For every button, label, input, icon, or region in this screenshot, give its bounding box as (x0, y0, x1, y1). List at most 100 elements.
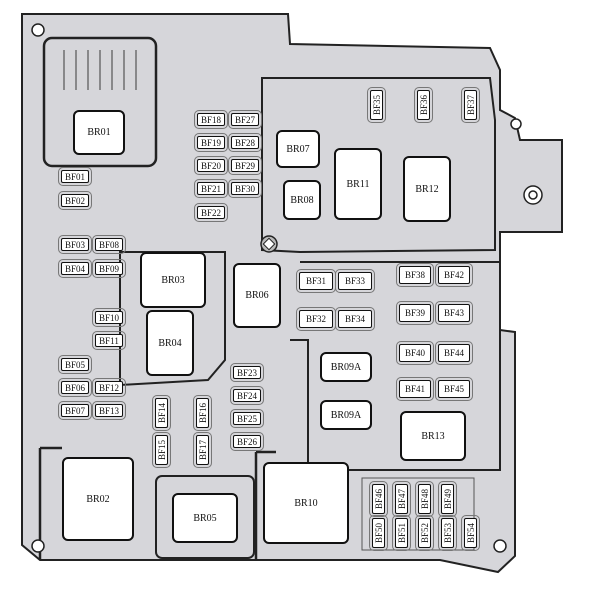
relay-br09a: BR09A (320, 400, 372, 430)
relay-br02-label: BR02 (86, 493, 110, 505)
fuse-bf23-label: BF23 (236, 367, 257, 378)
fuse-bf13-label: BF13 (98, 405, 119, 416)
fuse-bf01: BF01 (58, 167, 92, 186)
fuse-bf19: BF19 (194, 133, 228, 152)
fuse-bf36-label: BF36 (418, 94, 429, 116)
fuse-bf32: BF32 (296, 307, 336, 331)
fuse-bf40-label: BF40 (404, 348, 425, 358)
relay-br05: BR05 (172, 493, 238, 543)
fuse-bf34-label: BF34 (344, 314, 365, 324)
fuse-bf23: BF23 (230, 363, 264, 382)
fuse-bf43-label: BF43 (443, 308, 464, 318)
fuse-bf16: BF16 (193, 395, 212, 431)
fuse-bf49: BF49 (438, 481, 457, 517)
fuse-bf01-label: BF01 (64, 171, 85, 182)
fuse-bf53: BF53 (438, 515, 457, 551)
fuse-bf04: BF04 (58, 259, 92, 278)
fuse-bf43: BF43 (435, 301, 473, 325)
fuse-bf08: BF08 (92, 235, 126, 254)
fuse-bf25-label: BF25 (236, 413, 257, 424)
fuse-bf12: BF12 (92, 378, 126, 397)
fuse-bf14: BF14 (152, 395, 171, 431)
fuse-bf38: BF38 (396, 263, 434, 287)
relay-br11: BR11 (334, 148, 382, 220)
fuse-bf48: BF48 (415, 481, 434, 517)
bolt-icon (260, 235, 278, 253)
fuse-bf06: BF06 (58, 378, 92, 397)
relay-br03-label: BR03 (161, 274, 185, 286)
relay-br08: BR08 (283, 180, 321, 220)
fuse-bf02-label: BF02 (64, 195, 85, 206)
relay-br06: BR06 (233, 263, 281, 328)
fuse-bf45-label: BF45 (443, 384, 464, 394)
relay-br05-label: BR05 (193, 512, 217, 524)
relay-br04-label: BR04 (158, 337, 182, 349)
fuse-bf31: BF31 (296, 269, 336, 293)
fuse-bf02: BF02 (58, 191, 92, 210)
fuse-bf19-label: BF19 (200, 137, 221, 148)
fuse-bf29: BF29 (228, 156, 262, 175)
fuse-bf49-label: BF49 (442, 488, 453, 510)
fuse-bf15-label: BF15 (156, 439, 167, 461)
fuse-bf05-label: BF05 (64, 359, 85, 370)
fuse-bf29-label: BF29 (234, 160, 255, 171)
fuse-bf46: BF46 (369, 481, 388, 517)
fuse-bf38-label: BF38 (404, 270, 425, 280)
fuse-bf14-label: BF14 (156, 402, 167, 424)
fuse-bf05: BF05 (58, 355, 92, 374)
relay-br01-label: BR01 (87, 127, 111, 138)
fuse-bf09: BF09 (92, 259, 126, 278)
fuse-bf41-label: BF41 (404, 384, 425, 394)
fuse-bf33: BF33 (335, 269, 375, 293)
fuse-bf48-label: BF48 (419, 488, 430, 510)
fuse-bf27-label: BF27 (234, 114, 255, 125)
fuse-bf20-label: BF20 (200, 160, 221, 171)
fuse-bf39-label: BF39 (404, 308, 425, 318)
fuse-bf04-label: BF04 (64, 263, 85, 274)
relay-br06-label: BR06 (245, 290, 269, 301)
relay-br03: BR03 (140, 252, 206, 308)
fuse-bf11-label: BF11 (99, 335, 119, 346)
fuse-bf44-label: BF44 (443, 348, 464, 358)
fuse-bf46-label: BF46 (373, 488, 384, 510)
fuse-bf42: BF42 (435, 263, 473, 287)
fuse-bf26-label: BF26 (236, 436, 257, 447)
fuse-bf22-label: BF22 (200, 207, 221, 218)
relay-br11-label: BR11 (346, 178, 370, 190)
fuse-bf17: BF17 (193, 432, 212, 468)
relay-br09a: BR09A (320, 352, 372, 382)
fuse-bf37-label: BF37 (465, 94, 476, 116)
fuse-bf17-label: BF17 (197, 439, 208, 461)
fuse-bf10: BF10 (92, 308, 126, 327)
fuse-bf21-label: BF21 (200, 183, 221, 194)
fuse-bf06-label: BF06 (64, 382, 85, 393)
fuse-bf30-label: BF30 (234, 183, 255, 194)
fuse-bf09-label: BF09 (98, 263, 119, 274)
fuse-bf47: BF47 (392, 481, 411, 517)
fuse-bf18-label: BF18 (200, 114, 221, 125)
fuse-bf53-label: BF53 (442, 522, 453, 544)
fuse-bf54-label: BF54 (465, 522, 476, 544)
relay-br12: BR12 (403, 156, 451, 222)
fuse-bf13: BF13 (92, 401, 126, 420)
relay-br02: BR02 (62, 457, 134, 541)
relay-br04: BR04 (146, 310, 194, 376)
fuse-bf28: BF28 (228, 133, 262, 152)
relay-br12-label: BR12 (415, 183, 439, 195)
fuse-bf31-label: BF31 (305, 276, 326, 286)
fuse-bf42-label: BF42 (443, 270, 464, 280)
fuse-bf28-label: BF28 (234, 137, 255, 148)
relay-br08-label: BR08 (290, 194, 314, 206)
fuse-bf32-label: BF32 (305, 314, 326, 324)
relay-br13-label: BR13 (421, 430, 445, 442)
fuse-bf36: BF36 (414, 87, 433, 123)
fuse-bf15: BF15 (152, 432, 171, 468)
relay-br01: BR01 (73, 110, 125, 155)
fuse-bf37: BF37 (461, 87, 480, 123)
fuse-bf52: BF52 (415, 515, 434, 551)
relay-br10: BR10 (263, 462, 349, 544)
fuse-bf24-label: BF24 (236, 390, 257, 401)
relay-br07: BR07 (276, 130, 320, 168)
fuse-bf51-label: BF51 (396, 522, 407, 544)
